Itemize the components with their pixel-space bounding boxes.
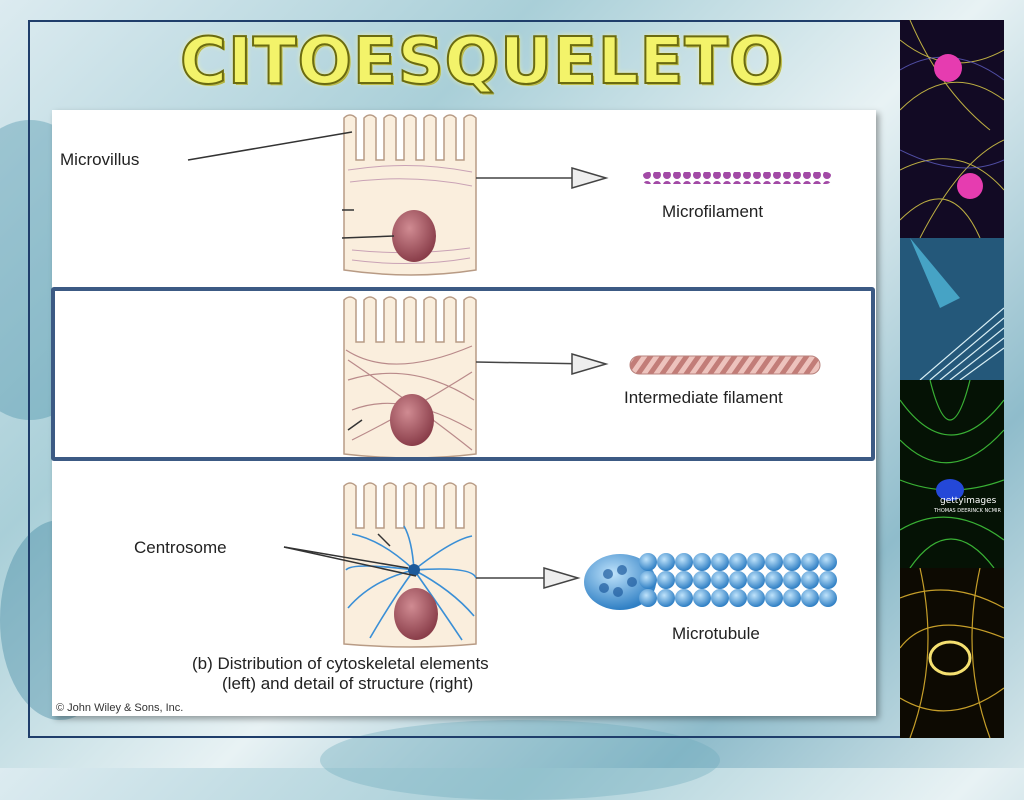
cell-microtubule — [283, 482, 837, 648]
cell-microfilament — [187, 114, 832, 276]
diagram-illustration — [187, 114, 837, 648]
label-microvillus: Microvillus — [60, 150, 140, 169]
micrograph-strip: gettyimages THOMAS DEERINCK NCMIR — [900, 20, 1004, 738]
label-intermediate-filament: Intermediate filament — [624, 388, 783, 407]
label-microfilament: Microfilament — [662, 202, 764, 221]
cell-intermediate-filament — [343, 296, 821, 459]
micrograph-image — [900, 568, 1004, 738]
intermediate-filament-highlight — [51, 287, 875, 461]
slide-title: CITOESQUELETO — [179, 24, 785, 100]
micrograph-image: gettyimages THOMAS DEERINCK NCMIR — [900, 380, 1004, 568]
micrograph-image — [900, 20, 1004, 238]
micrograph-illustration — [900, 20, 1004, 238]
micrograph-image — [900, 238, 1004, 380]
microtubule-structure — [584, 553, 837, 610]
label-microtubule: Microtubule — [672, 624, 760, 643]
copyright-notice: © John Wiley & Sons, Inc. — [56, 702, 184, 714]
caption-line-1: (b) Distribution of cytoskeletal element… — [192, 654, 489, 673]
getty-watermark: gettyimages — [940, 496, 997, 506]
label-centrosome: Centrosome — [134, 538, 227, 557]
cytoskeleton-diagram: Microvillus Microfilament Intermediate f… — [52, 110, 876, 716]
figure-caption: (b) Distribution of cytoskeletal element… — [192, 654, 489, 694]
caption-line-2: (left) and detail of structure (right) — [222, 674, 474, 693]
photo-credit: THOMAS DEERINCK NCMIR — [934, 508, 1001, 514]
